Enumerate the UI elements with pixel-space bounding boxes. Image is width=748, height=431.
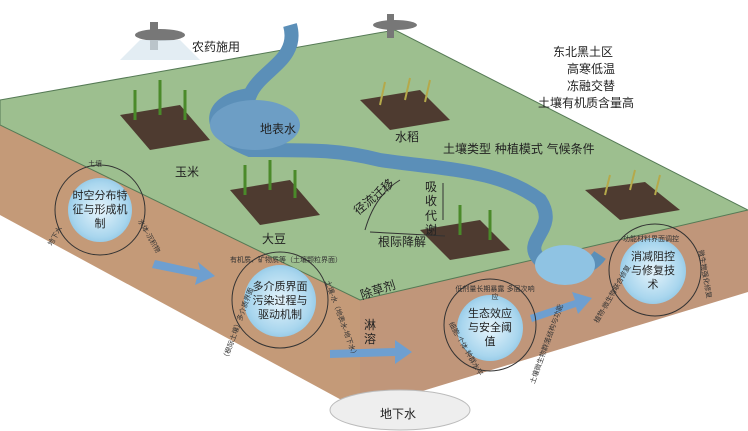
soybean-field-2 (420, 220, 510, 260)
circle-3-top: 低剂量长期暴露 多层次响应 (455, 285, 535, 302)
groundwater-body (329, 389, 471, 431)
flow-arrow (152, 260, 215, 285)
circle-1-top: 土壤 (88, 160, 102, 168)
flow-arrow-2 (330, 340, 412, 364)
circle-interface: 多介质界面污染过程与驱动机制 (244, 265, 316, 337)
region-label: 东北黑土区 (553, 45, 614, 59)
spray (120, 40, 200, 60)
lake (210, 100, 300, 150)
corn-label: 玉米 (175, 165, 200, 179)
circle-remediation: 消减阻控与修复技术 (620, 238, 686, 304)
pesticide-label: 农药施用 (192, 40, 241, 54)
circle-2-top: 有机质、矿物质等（土壤颗粒界面） (230, 256, 342, 264)
airplane-icon-2 (373, 14, 417, 38)
rhizo-label: 根际降解 (378, 235, 427, 249)
rice-field (360, 90, 450, 130)
airplane-icon (135, 22, 185, 50)
circle-ecology: 生态效应与安全阈值 (457, 295, 523, 361)
condition-1: 高寒低温 (567, 62, 616, 76)
circle-distribution: 时空分布特征与形成机制 (68, 178, 132, 242)
rice-label: 水稻 (395, 130, 420, 144)
soybean-field (230, 180, 320, 225)
circle-4-top: 功能材料界面调控 (623, 235, 679, 243)
condition-2: 冻融交替 (567, 79, 616, 93)
flow-arrow-3 (530, 292, 592, 322)
rhizo-arrow (369, 231, 446, 237)
surface-water-label: 地表水 (260, 122, 297, 136)
groundwater-label: 地下水 (380, 407, 417, 421)
runoff-arrow (364, 179, 401, 231)
soybean-label: 大豆 (262, 232, 287, 246)
leaching-label: 淋溶 (364, 318, 377, 347)
pond (535, 245, 595, 285)
uptake-label: 吸收代谢 (425, 180, 438, 238)
condition-3: 土壤有机质含量高 (538, 96, 635, 110)
river (209, 23, 606, 279)
corn-field (120, 105, 210, 150)
factors-label: 土壤类型 种植模式 气候条件 (443, 142, 595, 156)
